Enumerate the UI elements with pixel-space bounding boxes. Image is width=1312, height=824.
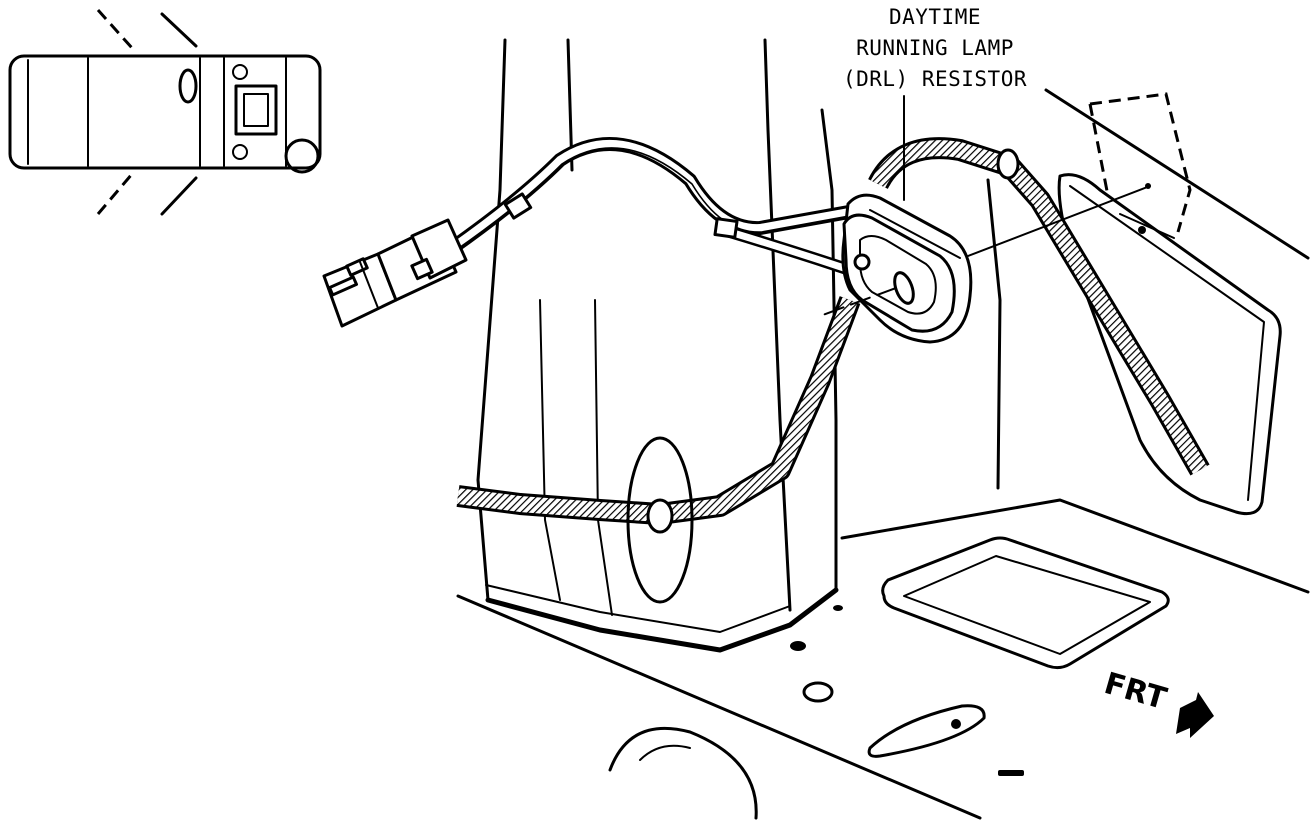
pillar-inner-edge	[763, 38, 792, 612]
locator-door-open-dashed-bottom	[96, 173, 134, 215]
drl-resistor-callout: DAYTIME RUNNING LAMP (DRL) RESISTOR	[800, 2, 1070, 95]
locator-mirror	[178, 68, 198, 104]
fastener-leader	[967, 185, 1151, 257]
locator-door-open-solid-bottom	[160, 176, 198, 216]
pillar-rear-edge	[820, 108, 838, 592]
locator-door-open-dashed-top	[96, 8, 134, 50]
hidden-mounting-outline	[1089, 92, 1192, 233]
resistor-mount-hole	[893, 271, 915, 305]
leader-lines	[819, 95, 1151, 317]
arrow-right-icon	[1176, 692, 1214, 738]
floor-hole	[802, 681, 834, 703]
callout-line-running-lamp: RUNNING LAMP	[856, 36, 1014, 60]
floor-drain-slot	[867, 704, 986, 758]
callout-line-drl-resistor: (DRL) RESISTOR	[842, 67, 1027, 91]
wire-tape-band	[503, 192, 533, 220]
side-panel-recess	[1057, 173, 1282, 516]
wiring-harness	[322, 137, 1210, 604]
harness-clip	[996, 148, 1020, 180]
vehicle-locator-inset	[8, 8, 322, 216]
harness-main-outline	[456, 296, 861, 525]
harness-main-conduit	[456, 297, 858, 522]
side-panel-top	[1044, 88, 1310, 260]
floor-edge-front	[456, 594, 982, 820]
locator-dash-panel	[234, 84, 278, 136]
drl-resistor	[841, 193, 973, 344]
callout-line-daytime: DAYTIME	[888, 5, 981, 29]
locator-vehicle-body	[8, 54, 322, 170]
resistor-terminal	[853, 253, 871, 271]
electrical-connector	[322, 218, 468, 328]
wire-tape-band	[713, 217, 739, 239]
side-panel-inner-edge	[986, 178, 1002, 490]
harness-upper-conduit	[870, 140, 1207, 474]
floor-access-opening	[881, 536, 1170, 670]
pillar-front-edge	[476, 38, 507, 602]
floor-edge-rear	[840, 498, 1310, 594]
fastener-path	[819, 287, 897, 317]
pillar-grommet	[626, 436, 694, 604]
locator-highlight-circle	[284, 138, 320, 174]
locator-door-open-solid-top	[160, 12, 198, 48]
pillar-base	[485, 587, 839, 653]
wheel-arch	[608, 726, 758, 820]
